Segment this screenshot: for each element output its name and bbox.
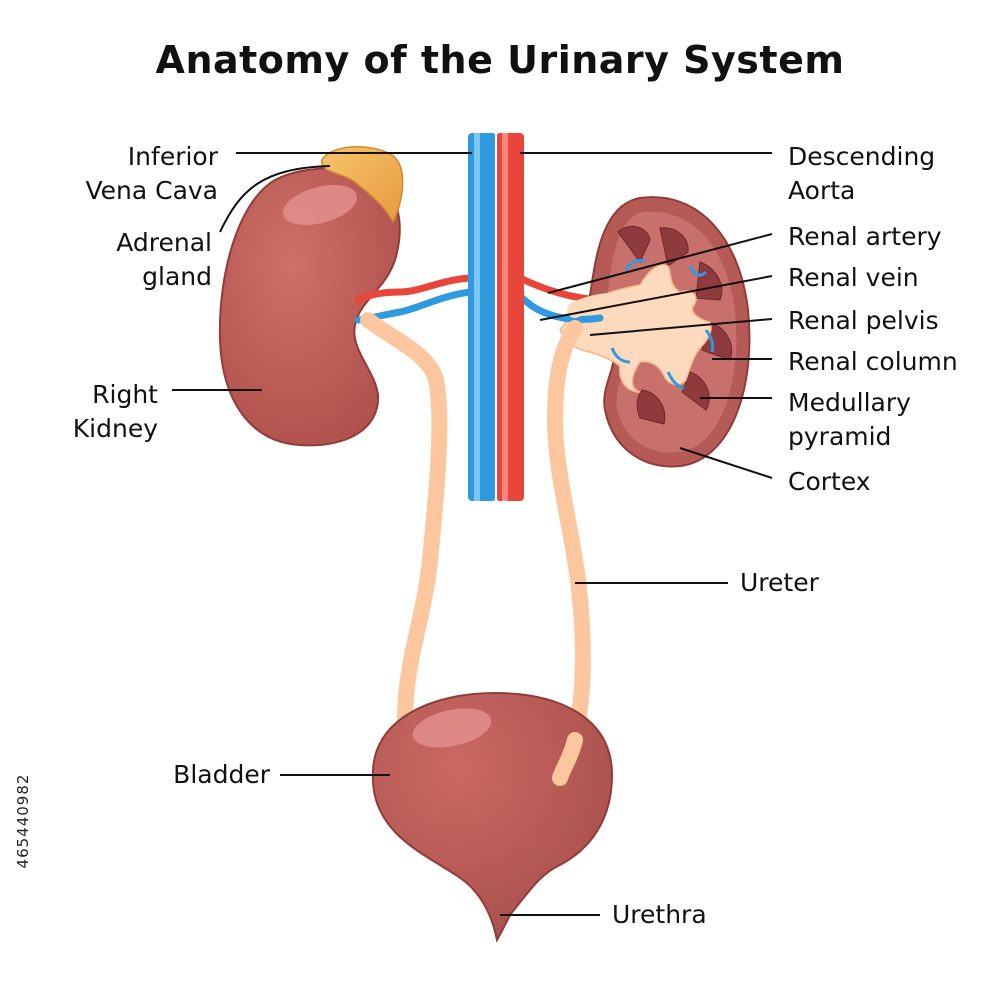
right-kidney: [218, 166, 401, 447]
descending-aorta: [496, 133, 524, 501]
left-kidney-section: [559, 196, 751, 468]
label-descending-aorta: Descending Aorta: [788, 142, 936, 205]
stock-id: 465440982: [14, 773, 32, 869]
label-cortex: Cortex: [788, 467, 871, 496]
great-vessels: [468, 133, 524, 501]
medullary-pyramids: [617, 225, 732, 425]
label-urethra: Urethra: [612, 900, 707, 929]
label-inferior-vena-cava: Inferior Vena Cava: [85, 142, 218, 205]
adrenal-gland: [321, 146, 404, 224]
label-adrenal-gland: Adrenal gland: [116, 228, 212, 291]
label-ureter: Ureter: [740, 568, 819, 597]
label-medullary-pyramid: Medullary pyramid: [788, 388, 911, 451]
label-right-kidney: Right Kidney: [72, 380, 158, 443]
renal-pelvis: [559, 264, 712, 393]
page-title: Anatomy of the Urinary System: [155, 38, 845, 82]
leader-lines: [172, 152, 773, 916]
label-renal-artery: Renal artery: [788, 222, 942, 251]
label-renal-pelvis: Renal pelvis: [788, 306, 939, 335]
label-bladder: Bladder: [173, 760, 270, 789]
label-renal-column: Renal column: [788, 347, 958, 376]
inferior-vena-cava: [468, 133, 496, 501]
label-renal-vein: Renal vein: [788, 263, 919, 292]
bladder: [371, 691, 614, 943]
